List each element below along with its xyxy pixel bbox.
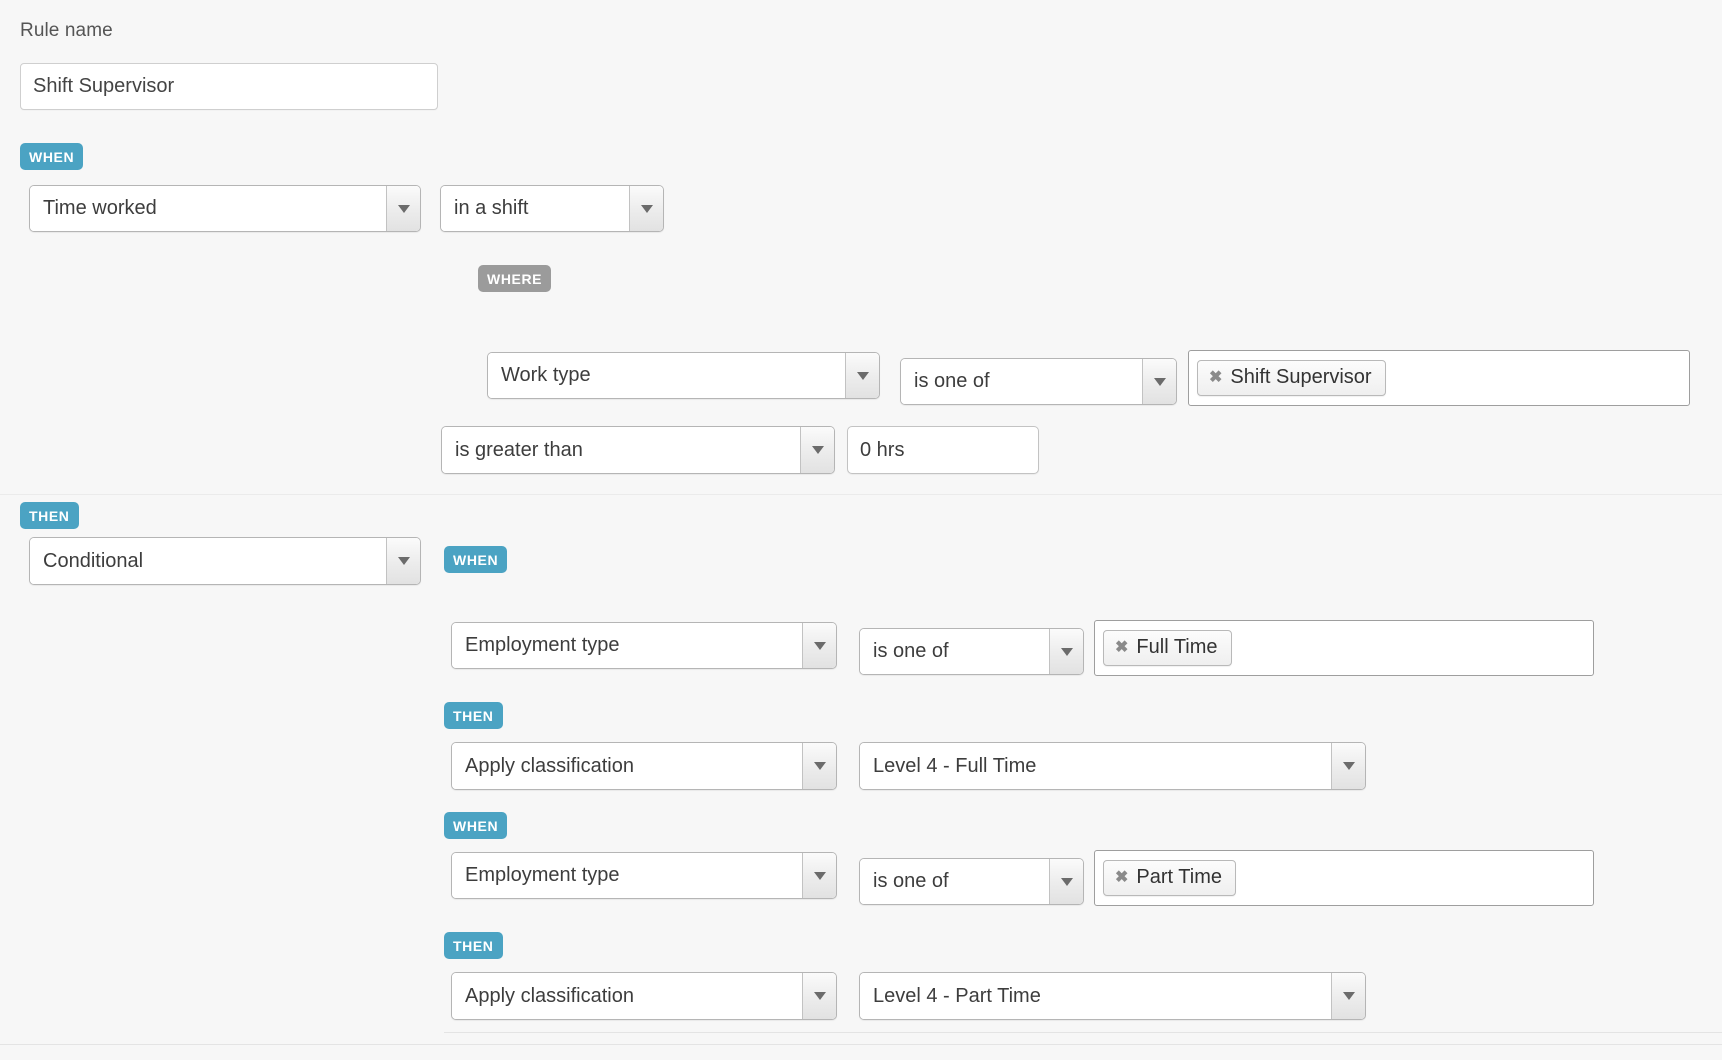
trigger-scope-select[interactable]: in a shift	[440, 185, 664, 232]
where-comparison-operator-select[interactable]: is greater than	[441, 426, 835, 474]
chevron-down-icon[interactable]	[845, 353, 879, 398]
chip-full-time[interactable]: ✖ Full Time	[1103, 630, 1232, 666]
chevron-down-icon[interactable]	[802, 973, 836, 1019]
trigger-scope-value: in a shift	[441, 186, 629, 231]
chevron-down-icon[interactable]	[1049, 859, 1083, 904]
branch-1-then-badge: THEN	[444, 702, 503, 729]
branch-2-operator-select[interactable]: is one of	[859, 858, 1084, 905]
branch-1-action-value-select[interactable]: Level 4 - Full Time	[859, 742, 1366, 790]
branch-2-field-select[interactable]: Employment type	[451, 852, 837, 899]
branch-1-operator-value: is one of	[860, 629, 1049, 674]
close-icon[interactable]: ✖	[1115, 638, 1129, 656]
chevron-down-icon[interactable]	[386, 538, 420, 584]
branch-1-action-select[interactable]: Apply classification	[451, 742, 837, 790]
chip-label: Shift Supervisor	[1230, 366, 1372, 388]
section-divider	[0, 494, 1722, 495]
trigger-subject-select[interactable]: Time worked	[29, 185, 421, 232]
chip-label: Part Time	[1136, 866, 1222, 888]
branch-2-action-value: Apply classification	[452, 973, 802, 1019]
branch-2-operator-value: is one of	[860, 859, 1049, 904]
chevron-down-icon[interactable]	[629, 186, 663, 231]
chevron-down-icon[interactable]	[386, 186, 420, 231]
then-badge-action: THEN	[20, 502, 79, 529]
branch-2-when-badge: WHEN	[444, 812, 508, 839]
branch-2-action-value-select[interactable]: Level 4 - Part Time	[859, 972, 1366, 1020]
where-badge-label: WHERE	[478, 265, 552, 292]
where-operator-select[interactable]: is one of	[900, 358, 1177, 405]
close-icon[interactable]: ✖	[1209, 368, 1223, 386]
branch-2-action-select[interactable]: Apply classification	[451, 972, 837, 1020]
where-values-multiselect[interactable]: ✖ Shift Supervisor	[1188, 350, 1690, 406]
rule-name-input[interactable]	[20, 63, 438, 110]
branch-1-when-badge-label: WHEN	[444, 546, 508, 573]
where-field-select[interactable]: Work type	[487, 352, 880, 399]
branch-1-field-value: Employment type	[452, 623, 802, 668]
chevron-down-icon[interactable]	[802, 743, 836, 789]
where-comparison-value-input[interactable]: 0 hrs	[847, 426, 1039, 474]
branch-1-then-badge-label: THEN	[444, 702, 503, 729]
then-action-type-value: Conditional	[30, 538, 386, 584]
branch-2-when-badge-label: WHEN	[444, 812, 508, 839]
branch-bottom-divider	[444, 1032, 1722, 1033]
branch-2-field-value: Employment type	[452, 853, 802, 898]
branch-2-then-badge-label: THEN	[444, 932, 503, 959]
trigger-subject-value: Time worked	[30, 186, 386, 231]
chip-label: Full Time	[1136, 636, 1218, 658]
branch-2-then-badge: THEN	[444, 932, 503, 959]
where-comparison-operator-value: is greater than	[442, 427, 800, 473]
branch-1-when-badge: WHEN	[444, 546, 508, 573]
branch-1-operator-select[interactable]: is one of	[859, 628, 1084, 675]
branch-1-field-select[interactable]: Employment type	[451, 622, 837, 669]
chevron-down-icon[interactable]	[1142, 359, 1176, 404]
where-badge: WHERE	[478, 265, 552, 292]
chevron-down-icon[interactable]	[1331, 973, 1365, 1019]
chevron-down-icon[interactable]	[1331, 743, 1365, 789]
when-badge-trigger: WHEN	[20, 143, 84, 170]
branch-1-values-multiselect[interactable]: ✖ Full Time	[1094, 620, 1594, 676]
chevron-down-icon[interactable]	[802, 623, 836, 668]
close-icon[interactable]: ✖	[1115, 868, 1129, 886]
chevron-down-icon[interactable]	[1049, 629, 1083, 674]
branch-1-action-value: Apply classification	[452, 743, 802, 789]
branch-1-action-value-text: Level 4 - Full Time	[860, 743, 1331, 789]
then-badge-label: THEN	[20, 502, 79, 529]
branch-2-values-multiselect[interactable]: ✖ Part Time	[1094, 850, 1594, 906]
chip-part-time[interactable]: ✖ Part Time	[1103, 860, 1236, 896]
rule-name-label: Rule name	[20, 20, 113, 41]
branch-2-action-value-text: Level 4 - Part Time	[860, 973, 1331, 1019]
when-badge-label: WHEN	[20, 143, 84, 170]
where-field-value: Work type	[488, 353, 845, 398]
chevron-down-icon[interactable]	[800, 427, 834, 473]
chevron-down-icon[interactable]	[802, 853, 836, 898]
then-action-type-select[interactable]: Conditional	[29, 537, 421, 585]
chip-shift-supervisor[interactable]: ✖ Shift Supervisor	[1197, 360, 1386, 396]
where-operator-value: is one of	[901, 359, 1142, 404]
page-bottom-divider	[0, 1044, 1722, 1045]
